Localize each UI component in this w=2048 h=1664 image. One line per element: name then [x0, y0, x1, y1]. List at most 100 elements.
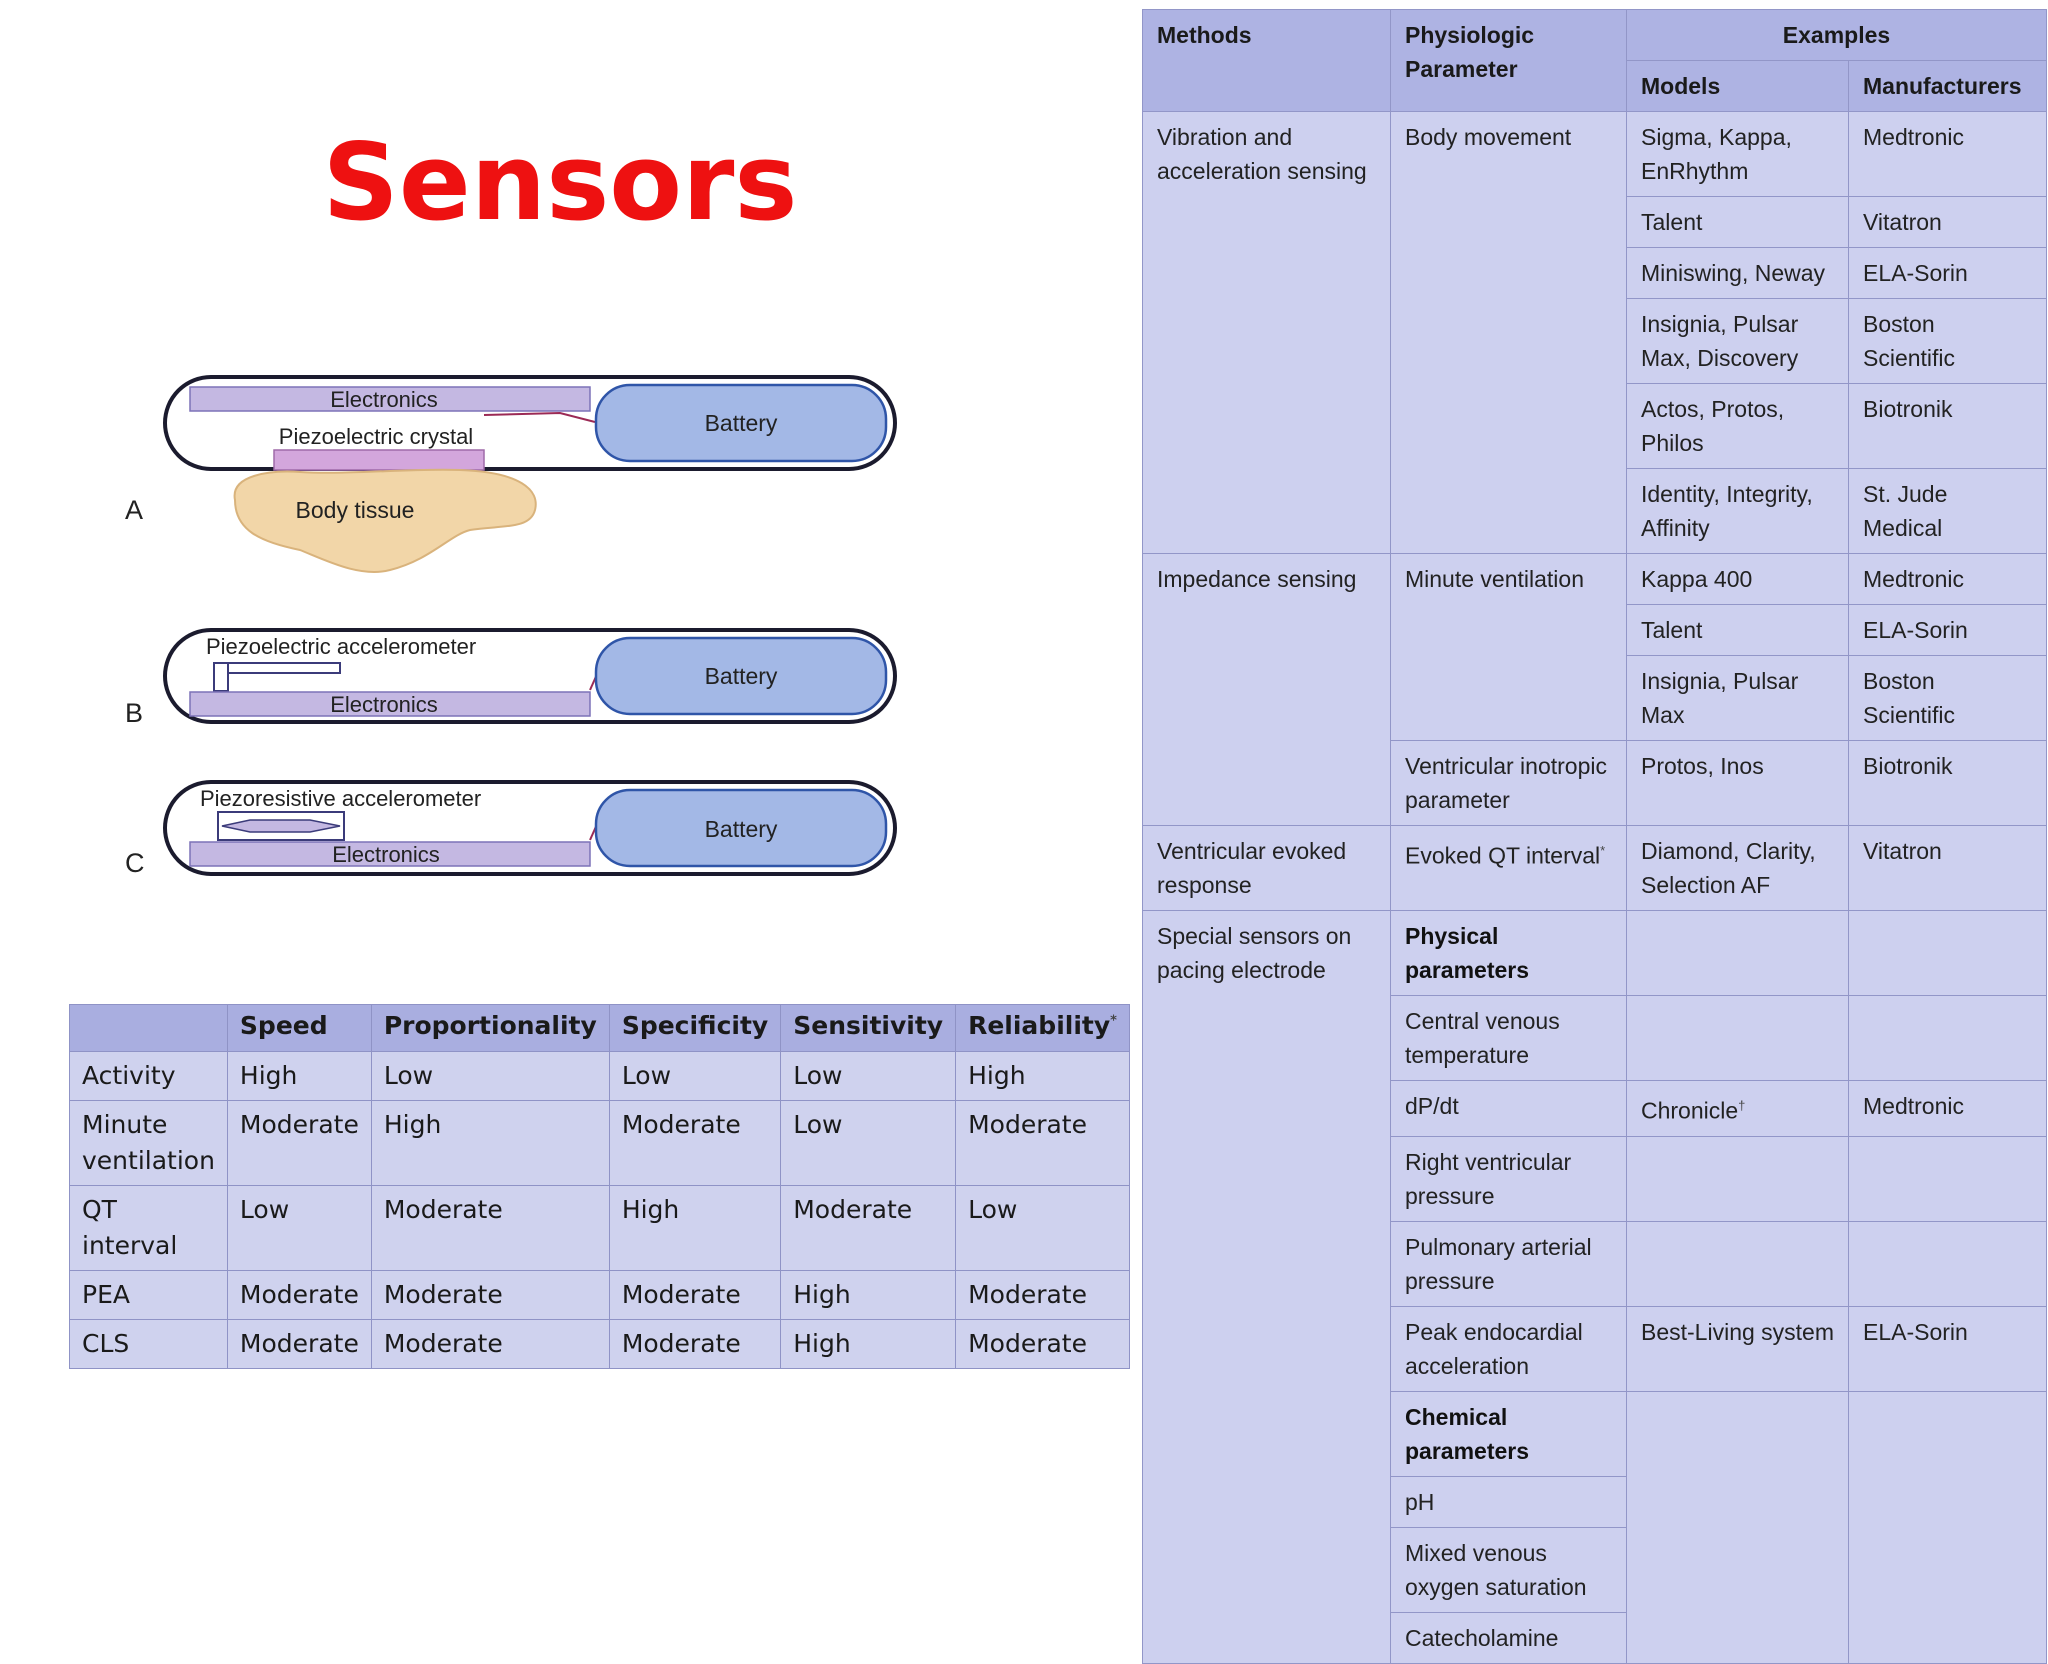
panel-b-letter: B — [125, 698, 143, 728]
panel-a-crystal-block — [273, 449, 485, 471]
panel-b-accelerometer-post — [213, 662, 229, 692]
column-header — [69, 1004, 228, 1052]
table-row: Actos, Protos, Philos Biotronik — [1143, 383, 2047, 469]
panel-a-wire — [483, 411, 596, 423]
model-cell: Identity, Integrity, Affinity — [1626, 468, 1849, 554]
table-row: CLS Moderate Moderate Moderate High Mode… — [69, 1319, 1130, 1369]
table-row: Central venous temperature — [1143, 995, 2047, 1081]
manufacturer-cell: Biotronik — [1848, 740, 2047, 826]
parameter-cell: pH — [1390, 1475, 1627, 1528]
parameter-cell: Catecholamine — [1390, 1611, 1627, 1664]
parameter-group-header: Chemical parameters — [1390, 1390, 1627, 1477]
table-row: Miniswing, Neway ELA-Sorin — [1143, 247, 2047, 299]
manufacturer-cell: Medtronic — [1848, 1080, 2047, 1137]
column-header-proportionality: Proportionality — [370, 1004, 610, 1052]
table-cell: Low — [780, 1051, 957, 1101]
table-cell: CLS — [69, 1319, 228, 1369]
table-cell: Low — [780, 1100, 957, 1186]
model-cell: Talent — [1626, 604, 1849, 656]
sensor-diagram: Electronics Piezoelectric crystal Batter… — [125, 375, 897, 878]
column-header-examples: Examples — [1626, 9, 2047, 61]
parameter-cell: Minute ventilation — [1390, 553, 1627, 741]
method-cell: Ventricular evoked response — [1142, 825, 1391, 911]
table-cell: Minute ventilation — [69, 1100, 228, 1186]
method-cell: Vibration and acceleration sensing — [1142, 111, 1391, 554]
panel-b-electronics-block — [189, 691, 591, 717]
panel-c: Piezoresistive accelerometer Electronics… — [125, 780, 897, 878]
manufacturer-cell: Vitatron — [1848, 825, 2047, 911]
table-row: Ventricular evoked response Evoked QT in… — [1142, 825, 2047, 911]
panel-c-electronics-block — [189, 841, 591, 867]
reliability-footnote-mark: * — [1110, 1013, 1117, 1029]
table-header-row: Speed Proportionality Specificity Sensit… — [69, 1004, 1130, 1052]
model-cell: Insignia, Pulsar Max, Discovery — [1626, 298, 1849, 384]
table-header-row: Models Manufacturers — [1143, 60, 2047, 112]
panel-a-crystal-label: Piezoelectric crystal — [279, 424, 473, 449]
panel-a-battery — [594, 383, 888, 463]
panel-a-letter: A — [125, 495, 143, 525]
table-row: Impedance sensing Minute ventilation Kap… — [1142, 553, 2047, 826]
table-header-row: Methods Physiologic Parameter Examples — [1142, 9, 2047, 112]
table-cell: High — [780, 1319, 957, 1369]
model-cell — [1626, 1390, 1849, 1664]
parameter-cell: Ventricular inotropic parameter — [1390, 740, 1627, 826]
table-cell: Moderate — [370, 1185, 610, 1271]
table-row: Right ventricular pressure — [1143, 1135, 2047, 1222]
parameter-cell: Central venous temperature — [1390, 995, 1627, 1081]
model-cell: Chronicle† — [1626, 1080, 1849, 1137]
column-header-sensitivity: Sensitivity — [780, 1004, 957, 1052]
table-row: PEA Moderate Moderate Moderate High Mode… — [69, 1270, 1130, 1320]
table-row: Insignia, Pulsar Max, Discovery Boston S… — [1143, 298, 2047, 384]
table-cell: Moderate — [955, 1100, 1130, 1186]
table-row: QT interval Low Moderate High Moderate L… — [69, 1185, 1130, 1271]
panel-b-battery — [594, 636, 888, 716]
table-row: pH — [1143, 1475, 2047, 1528]
panel-c-battery-label: Battery — [705, 816, 778, 842]
model-cell: Kappa 400 — [1626, 553, 1849, 605]
column-header-speed: Speed — [226, 1004, 372, 1052]
table-cell: Moderate — [780, 1185, 957, 1271]
table-row: Insignia, Pulsar Max Boston Scientific — [1143, 655, 2047, 741]
table-row: Vibration and acceleration sensing Body … — [1142, 111, 2047, 554]
manufacturer-cell: Boston Scientific — [1848, 298, 2047, 384]
table-cell: Moderate — [608, 1319, 782, 1369]
manufacturer-cell: Biotronik — [1848, 383, 2047, 469]
parameter-cell: Evoked QT interval* — [1390, 825, 1627, 911]
panel-c-battery — [594, 788, 888, 868]
panel-a: Electronics Piezoelectric crystal Batter… — [125, 375, 897, 573]
parameter-cell: Mixed venous oxygen saturation — [1390, 1526, 1627, 1613]
parameter-cell: Pulmonary arterial pressure — [1390, 1220, 1627, 1307]
table-cell: Moderate — [226, 1100, 372, 1186]
panel-b-battery-label: Battery — [705, 663, 778, 689]
table-cell: Low — [226, 1185, 372, 1271]
table-cell: High — [955, 1051, 1130, 1101]
table-cell: Low — [955, 1185, 1130, 1271]
manufacturer-cell: Medtronic — [1848, 553, 2047, 605]
table-cell: Moderate — [955, 1270, 1130, 1320]
table-cell: Moderate — [955, 1319, 1130, 1369]
table-row: Ventricular inotropic parameter Protos, … — [1143, 740, 2047, 826]
table-cell: Low — [608, 1051, 782, 1101]
evoked-footnote-mark: * — [1600, 843, 1606, 858]
panel-c-accelerometer-label: Piezoresistive accelerometer — [200, 786, 481, 811]
panel-b-accelerometer-beam — [227, 662, 341, 674]
evoked-parameter-label: Evoked QT interval — [1405, 842, 1601, 869]
table-cell: High — [370, 1100, 610, 1186]
column-header-parameter: Physiologic Parameter — [1390, 9, 1627, 112]
model-cell — [1626, 1135, 1849, 1222]
table-row: Identity, Integrity, Affinity St. Jude M… — [1143, 468, 2047, 554]
column-header-models: Models — [1626, 60, 1849, 112]
model-cell: Insignia, Pulsar Max — [1626, 655, 1849, 741]
manufacturer-cell — [1848, 910, 2047, 996]
panel-c-accelerometer-beam — [221, 819, 341, 833]
method-cell: Special sensors on pacing electrode — [1142, 909, 1391, 1664]
table-row: Special sensors on pacing electrode Phys… — [1142, 909, 2047, 1664]
manufacturer-cell: St. Jude Medical — [1848, 468, 2047, 554]
table-cell: Moderate — [608, 1100, 782, 1186]
table-cell: Moderate — [608, 1270, 782, 1320]
table-cell: PEA — [69, 1270, 228, 1320]
table-cell: Activity — [69, 1051, 228, 1101]
manufacturer-cell: ELA-Sorin — [1848, 604, 2047, 656]
dpdt-footnote-mark: † — [1738, 1098, 1746, 1113]
panel-a-battery-label: Battery — [705, 410, 778, 436]
